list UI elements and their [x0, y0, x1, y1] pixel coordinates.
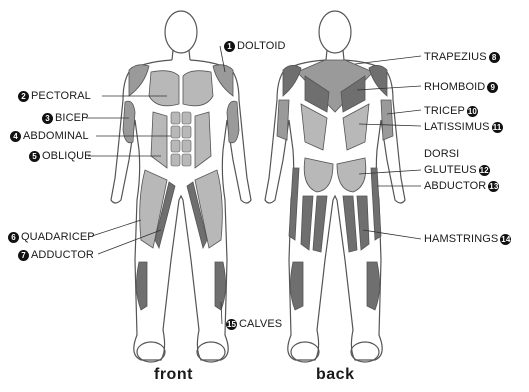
- front-abdominal-block: [171, 154, 180, 166]
- number-badge-icon: 10: [467, 106, 478, 117]
- front-abdominal-block: [182, 140, 191, 152]
- front-abdominal-block: [171, 112, 180, 124]
- label-gluteus: GLUTEUS 12: [424, 164, 492, 176]
- front-foot-right: [197, 342, 225, 362]
- front-abdominal-block: [171, 126, 180, 138]
- label-text: HAMSTRINGS: [424, 233, 498, 245]
- back-hamstring-left-inner: [313, 196, 327, 252]
- number-badge-icon: 11: [492, 122, 503, 133]
- label-tricep: TRICEP 10: [424, 105, 480, 117]
- label-calves: 15 CALVES: [224, 318, 282, 330]
- label-text: GLUTEUS: [424, 164, 477, 176]
- front-pectoral-left: [149, 71, 179, 106]
- back-hamstring-right-outer: [357, 196, 369, 250]
- number-badge-icon: 1: [224, 41, 235, 52]
- label-abdominal: 4 ABDOMINAL: [8, 130, 89, 142]
- label-text: ADDUCTOR: [31, 249, 94, 261]
- leader-line: [355, 56, 421, 64]
- label-text: OBLIQUE: [42, 150, 92, 162]
- label-oblique: 5 OBLIQUE: [27, 150, 92, 162]
- label-latissimus: LATISSIMUS 11: [424, 121, 505, 133]
- back-view-title: back: [316, 366, 354, 384]
- label-text: ABDUCTOR: [424, 180, 486, 192]
- back-foot-left: [291, 342, 319, 362]
- back-calf-right: [367, 262, 380, 310]
- label-pectoral: 2 PECTORAL: [16, 90, 91, 102]
- back-tricep-left: [277, 100, 289, 140]
- front-abdominal-block: [182, 126, 191, 138]
- back-calf-left: [290, 262, 303, 310]
- front-foot-left: [137, 342, 165, 362]
- label-text: TRICEP: [424, 105, 465, 117]
- label-adductor: 7 ADDUCTOR: [16, 249, 94, 261]
- label-doltoid: 1 DOLTOID: [222, 40, 286, 52]
- leader-line: [387, 110, 421, 114]
- number-badge-icon: 8: [489, 52, 500, 63]
- label-text: LATISSIMUS: [424, 121, 490, 133]
- label-dorsi: DORSI: [424, 148, 459, 160]
- label-trapezius: TRAPEZIUS 8: [424, 51, 502, 63]
- front-abdominal-block: [182, 112, 191, 124]
- label-text: DOLTOID: [237, 40, 286, 52]
- label-text: PECTORAL: [31, 90, 91, 102]
- back-abductor-left: [289, 168, 299, 240]
- number-badge-icon: 15: [226, 319, 237, 330]
- back-abductor-right: [371, 168, 381, 240]
- label-text: CALVES: [239, 318, 282, 330]
- back-latissimus-left: [301, 104, 327, 150]
- label-quadaricep: 6 QUADARICEP: [6, 231, 95, 243]
- number-badge-icon: 14: [500, 234, 511, 245]
- label-text: RHOMBOID: [424, 81, 485, 93]
- leader-line: [363, 230, 421, 239]
- number-badge-icon: 4: [10, 131, 21, 142]
- label-rhomboid: RHOMBOID 9: [424, 81, 500, 93]
- back-hamstring-right-inner: [343, 196, 357, 252]
- label-text: QUADARICEP: [21, 231, 95, 243]
- label-hamstrings: HAMSTRINGS 14: [424, 233, 513, 245]
- number-badge-icon: 13: [488, 181, 499, 192]
- front-deltoid-left: [129, 65, 149, 96]
- back-gluteus-left: [304, 158, 333, 192]
- back-head: [319, 11, 351, 53]
- front-view-title: front: [154, 366, 193, 384]
- label-text: DORSI: [424, 148, 459, 160]
- label-abductor: ABDUCTOR 13: [424, 180, 501, 192]
- front-calf-right: [215, 262, 226, 310]
- front-bicep-left: [123, 101, 135, 143]
- number-badge-icon: 9: [487, 82, 498, 93]
- number-badge-icon: 5: [29, 151, 40, 162]
- front-head: [165, 11, 197, 53]
- front-bicep-right: [227, 101, 239, 143]
- front-oblique-left: [151, 112, 167, 168]
- number-badge-icon: 6: [8, 232, 19, 243]
- back-deltoid-right: [369, 65, 387, 96]
- back-deltoid-left: [283, 65, 301, 96]
- label-text: ABDOMINAL: [23, 130, 89, 142]
- front-abdominal-block: [171, 140, 180, 152]
- number-badge-icon: 3: [42, 113, 53, 124]
- back-gluteus-right: [337, 158, 366, 192]
- back-latissimus-right: [343, 104, 369, 150]
- number-badge-icon: 2: [18, 91, 29, 102]
- label-text: TRAPEZIUS: [424, 51, 487, 63]
- back-hamstring-left-outer: [301, 196, 313, 250]
- front-deltoid-right: [213, 65, 233, 96]
- leader-line: [357, 86, 421, 90]
- label-bicep: 3 BICEP: [40, 112, 89, 124]
- number-badge-icon: 7: [18, 250, 29, 261]
- back-foot-right: [351, 342, 379, 362]
- label-text: BICEP: [55, 112, 89, 124]
- back-tricep-right: [381, 100, 393, 140]
- front-abdominal-block: [182, 154, 191, 166]
- number-badge-icon: 12: [479, 165, 490, 176]
- front-calf-left: [136, 262, 147, 310]
- front-pectoral-right: [183, 71, 213, 106]
- front-oblique-right: [195, 112, 211, 168]
- leader-line: [92, 220, 141, 236]
